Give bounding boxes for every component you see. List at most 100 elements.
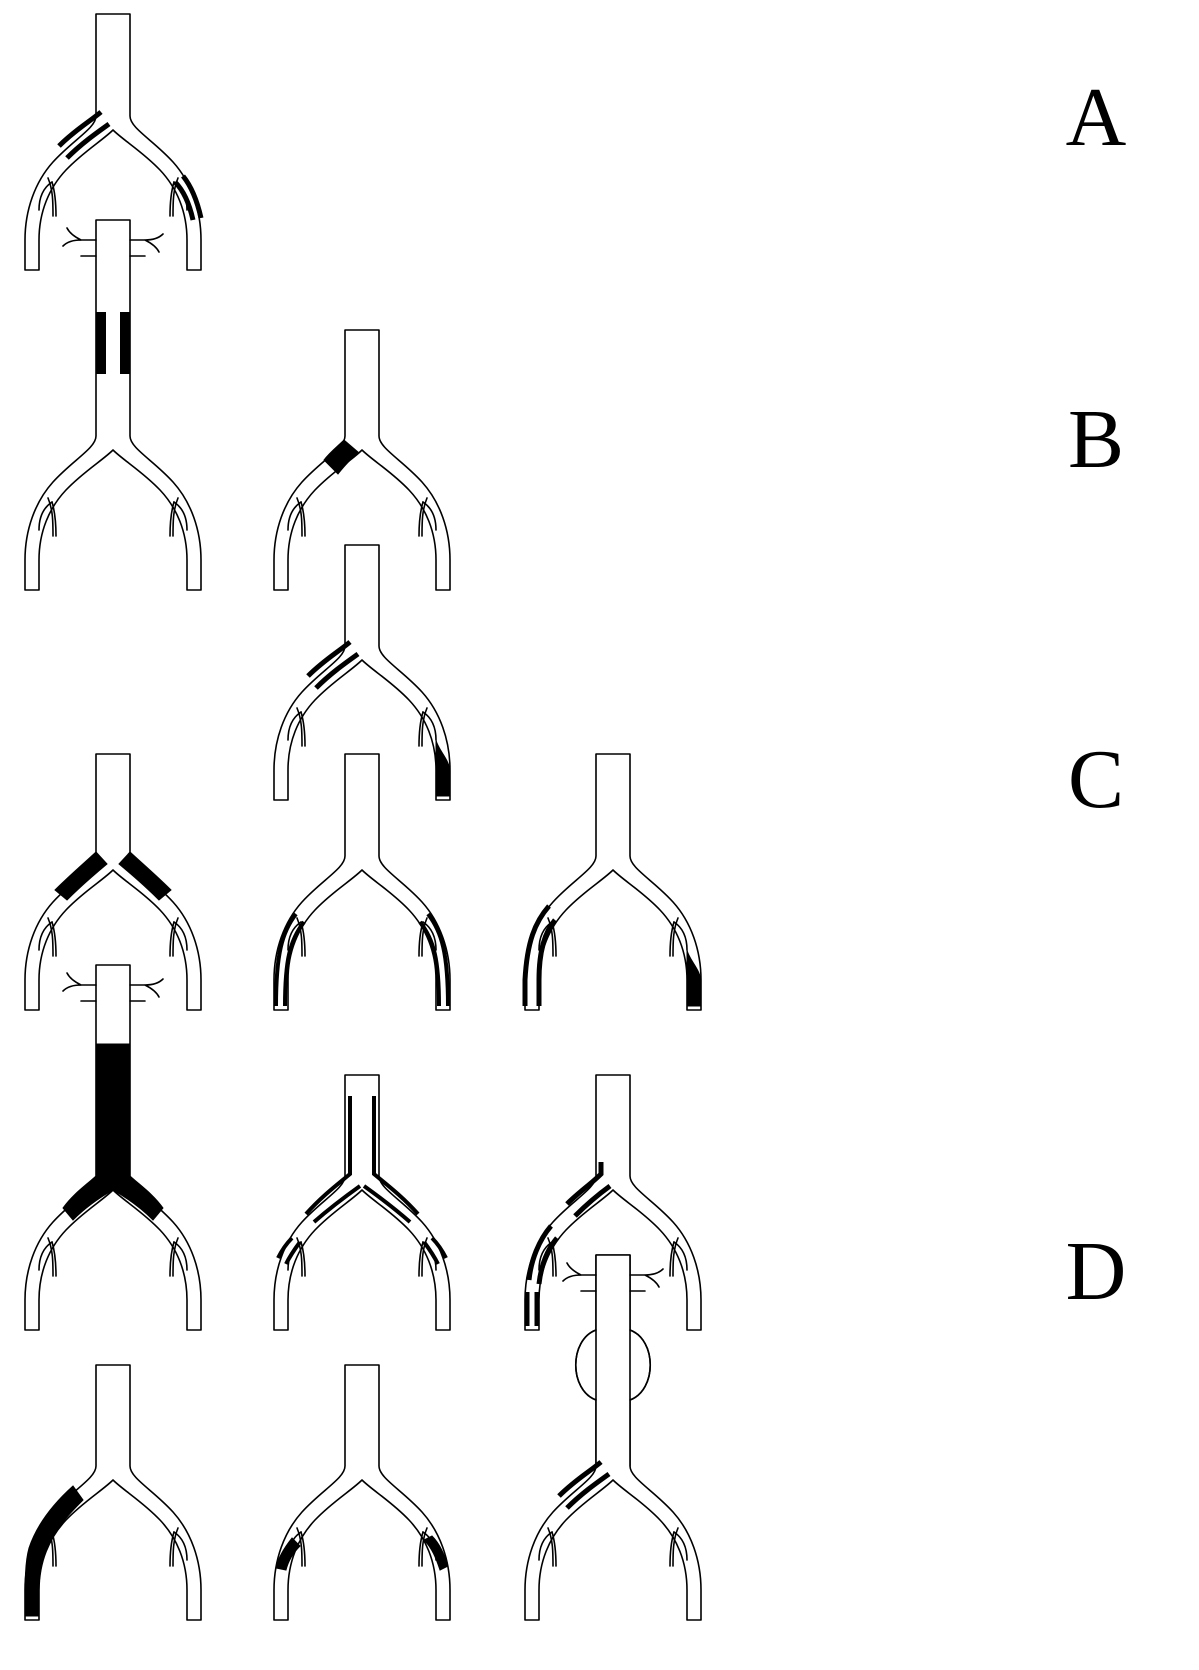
renal-artery-right (629, 1268, 664, 1292)
right-internal-iliac-branch (169, 1241, 175, 1277)
lesion-diffuse-aorto-iliac-stenosis (312, 1184, 362, 1224)
label-class-b: B (1067, 393, 1125, 486)
renal-artery-right (129, 233, 164, 257)
left-internal-iliac-branch (300, 501, 306, 537)
vessel-panel-b-3 (273, 329, 451, 591)
label-class-c: C (1067, 733, 1125, 826)
vessel-panel-c-5 (24, 753, 202, 1011)
lesion-bilateral-external-iliac-occlusion (423, 1535, 449, 1571)
vessel-panel-c-7 (522, 753, 702, 1011)
right-internal-iliac-branch (172, 497, 179, 537)
vessel-panel-a-1 (24, 13, 204, 271)
lesion-diffuse-unilateral-iliac-stenosis (565, 1162, 604, 1206)
left-internal-iliac-branch (47, 917, 54, 957)
lesion-right-external-iliac-stenosis (173, 180, 196, 221)
left-internal-iliac-branch (296, 917, 303, 957)
lesion-unilateral-common-external-iliac-occlusion (24, 1485, 84, 1617)
right-internal-iliac-branch (169, 181, 175, 217)
left-internal-iliac-branch (547, 1237, 554, 1277)
label-class-a: A (1065, 71, 1127, 164)
vessel-panel-b-2 (24, 219, 202, 591)
left-internal-iliac-branch (300, 711, 306, 747)
right-internal-iliac-branch (421, 917, 428, 957)
lesion-infrarenal-aorto-iliac-occlusion (62, 1043, 164, 1221)
left-internal-iliac-branch (51, 501, 57, 537)
lesion-left-common-iliac-stenosis (65, 121, 111, 160)
lesion-bilateral-common-iliac-occlusion (54, 851, 108, 901)
right-internal-iliac-branch (421, 707, 428, 747)
lesion-diffuse-aorto-iliac-stenosis (304, 1096, 352, 1216)
lesion-diffuse-aorto-iliac-stenosis (372, 1096, 420, 1216)
renal-artery-left (62, 227, 97, 257)
right-internal-iliac-branch (421, 497, 428, 537)
lesion-right-external-iliac-occlusion (435, 739, 451, 797)
aorto-iliac-vessel (273, 329, 451, 591)
left-internal-iliac-branch (47, 497, 54, 537)
lesion-diffuse-aorto-iliac-stenosis (276, 1236, 294, 1259)
lesion-left-common-iliac-stenosis (57, 110, 103, 148)
right-internal-iliac-branch (669, 921, 675, 957)
right-internal-iliac-branch (418, 501, 424, 537)
left-internal-iliac-branch (51, 181, 57, 217)
left-internal-iliac-branch (296, 497, 303, 537)
aorto-iliac-vessel (524, 753, 702, 1011)
lesion-left-common-iliac-stenosis (565, 1471, 611, 1510)
lesion-left-common-iliac-stenosis (306, 640, 352, 678)
renal-artery-left (562, 1262, 597, 1292)
right-internal-iliac-branch (418, 1531, 424, 1567)
right-internal-iliac-branch (421, 1527, 428, 1567)
lesion-diffuse-unilateral-iliac-stenosis (526, 1224, 553, 1281)
right-internal-iliac-branch (672, 1237, 679, 1277)
lesion-left-common-iliac-stenosis (314, 651, 360, 690)
renal-artery-left (62, 972, 97, 1002)
label-class-d: D (1065, 1225, 1127, 1318)
left-internal-iliac-branch (296, 1527, 303, 1567)
lesion-diffuse-aorto-iliac-stenosis (362, 1184, 412, 1224)
left-internal-iliac-branch (296, 707, 303, 747)
vessel-panel-b-4 (273, 544, 451, 801)
lesion-bilateral-external-iliac-stenosis (283, 920, 306, 1007)
renal-artery-right (129, 978, 164, 1002)
aorto-iliac-vessel (24, 1364, 202, 1621)
vessel-panel-d-12 (273, 1364, 451, 1621)
left-internal-iliac-branch (47, 177, 54, 217)
left-internal-iliac-branch (547, 1527, 554, 1567)
aorto-iliac-vessel (273, 753, 451, 1011)
lesion-left-external-iliac-stenosis (522, 904, 551, 1006)
right-internal-iliac-branch (672, 1527, 679, 1567)
left-internal-iliac-branch (300, 1241, 306, 1277)
lesion-left-common-iliac-occlusion (323, 439, 359, 475)
left-internal-iliac-branch (47, 1237, 54, 1277)
lesion-left-external-iliac-stenosis (536, 918, 557, 1006)
left-internal-iliac-branch (51, 921, 57, 957)
left-internal-iliac-branch (551, 1531, 557, 1567)
aorto-iliac-vessel (24, 219, 202, 591)
lesion-bilateral-external-iliac-stenosis (426, 912, 450, 1007)
lesion-diffuse-unilateral-iliac-stenosis (573, 1183, 612, 1218)
aorto-iliac-vessel (524, 1254, 702, 1621)
vessel-panel-d-13 (524, 1254, 702, 1621)
left-internal-iliac-branch (300, 1531, 306, 1567)
lesion-diffuse-unilateral-iliac-stenosis (536, 1236, 559, 1285)
right-internal-iliac-branch (669, 1241, 675, 1277)
vessel-panel-d-8 (24, 964, 202, 1331)
right-internal-iliac-branch (169, 1531, 175, 1567)
vessel-panel-d-10 (524, 1074, 702, 1331)
lesion-right-external-iliac-stenosis (181, 174, 204, 219)
lesion-bilateral-external-iliac-stenosis (274, 912, 298, 1007)
vessel-panels (24, 13, 702, 1621)
lesion-right-external-iliac-occlusion (686, 949, 702, 1007)
right-internal-iliac-branch (169, 501, 175, 537)
left-internal-iliac-branch (296, 1237, 303, 1277)
aneurysm-wall (575, 1329, 651, 1401)
right-internal-iliac-branch (169, 921, 175, 957)
vessel-panel-d-11 (24, 1364, 202, 1621)
left-internal-iliac-branch (547, 917, 554, 957)
lesion-bilateral-external-iliac-occlusion (275, 1537, 301, 1571)
right-internal-iliac-branch (172, 1527, 179, 1567)
vessel-panel-d-9 (273, 1074, 451, 1331)
lesion-left-common-iliac-stenosis (557, 1460, 603, 1498)
right-internal-iliac-branch (172, 917, 179, 957)
aorto-iliac-vessel (273, 1074, 451, 1331)
